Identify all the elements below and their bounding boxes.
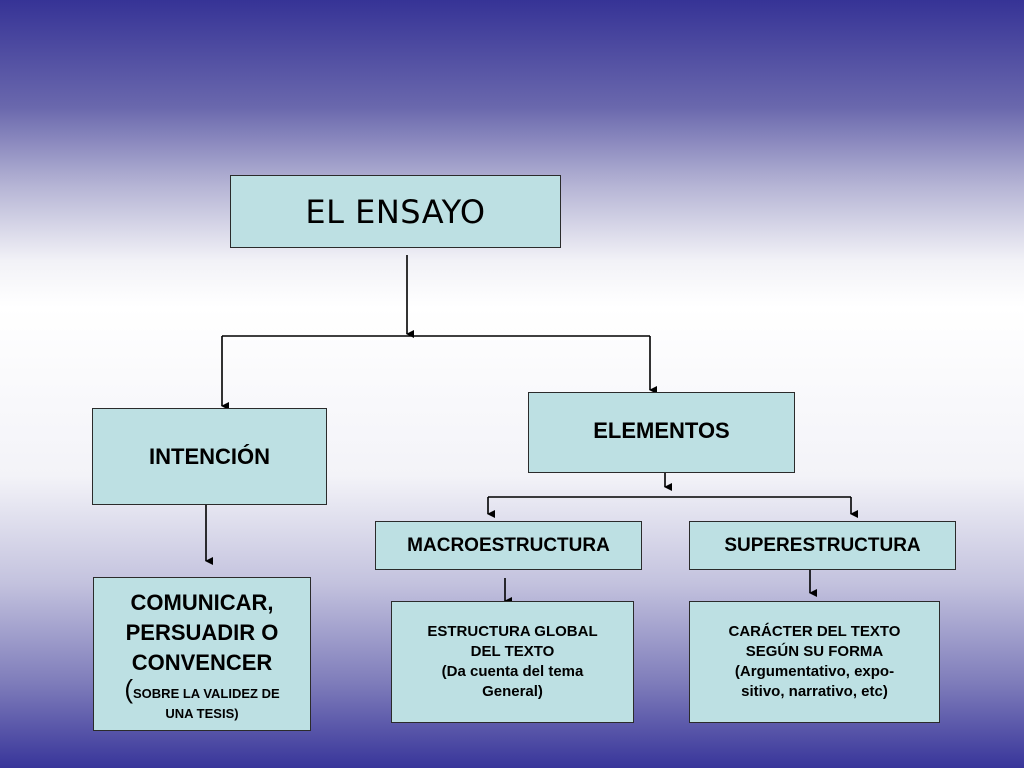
caracter-line-4: sitivo, narrativo, etc) bbox=[741, 683, 888, 700]
superestructura-label: SUPERESTRUCTURA bbox=[724, 534, 921, 556]
comunicar-note-line-1: SOBRE LA VALIDEZ DE bbox=[133, 686, 280, 701]
caracter-line-2: SEGÚN SU FORMA bbox=[745, 643, 884, 660]
macroestructura-label: MACROESTRUCTURA bbox=[407, 534, 610, 556]
root-node-label: EL ENSAYO bbox=[305, 192, 486, 231]
estructura-line-4: General) bbox=[482, 683, 543, 700]
node-macroestructura: MACROESTRUCTURA bbox=[375, 521, 642, 570]
estructura-line-2: DEL TEXTO bbox=[470, 643, 555, 660]
root-node-el-ensayo: EL ENSAYO bbox=[230, 175, 561, 248]
comunicar-line-1: COMUNICAR, bbox=[130, 590, 274, 615]
node-caracter: CARÁCTER DEL TEXTO SEGÚN SU FORMA (Argum… bbox=[689, 601, 940, 723]
node-intencion: INTENCIÓN bbox=[92, 408, 327, 505]
comunicar-note-paren: ( bbox=[124, 674, 134, 704]
elementos-label: ELEMENTOS bbox=[593, 417, 730, 443]
estructura-line-1: ESTRUCTURA GLOBAL bbox=[427, 623, 598, 640]
node-comunicar: COMUNICAR, PERSUADIR O CONVENCER (SOBRE … bbox=[93, 577, 311, 731]
node-superestructura: SUPERESTRUCTURA bbox=[689, 521, 956, 570]
estructura-line-3: (Da cuenta del tema bbox=[441, 663, 584, 680]
intencion-label: INTENCIÓN bbox=[149, 443, 270, 469]
comunicar-line-3: CONVENCER bbox=[131, 650, 273, 675]
caracter-line-3: (Argumentativo, expo- bbox=[734, 663, 895, 680]
caracter-line-1: CARÁCTER DEL TEXTO bbox=[728, 623, 901, 640]
comunicar-line-2: PERSUADIR O bbox=[125, 620, 279, 645]
comunicar-note: (SOBRE LA VALIDEZ DE bbox=[124, 676, 280, 703]
node-estructura-global: ESTRUCTURA GLOBAL DEL TEXTO (Da cuenta d… bbox=[391, 601, 634, 723]
node-elementos: ELEMENTOS bbox=[528, 392, 795, 473]
comunicar-note-line-2: UNA TESIS) bbox=[165, 706, 239, 721]
